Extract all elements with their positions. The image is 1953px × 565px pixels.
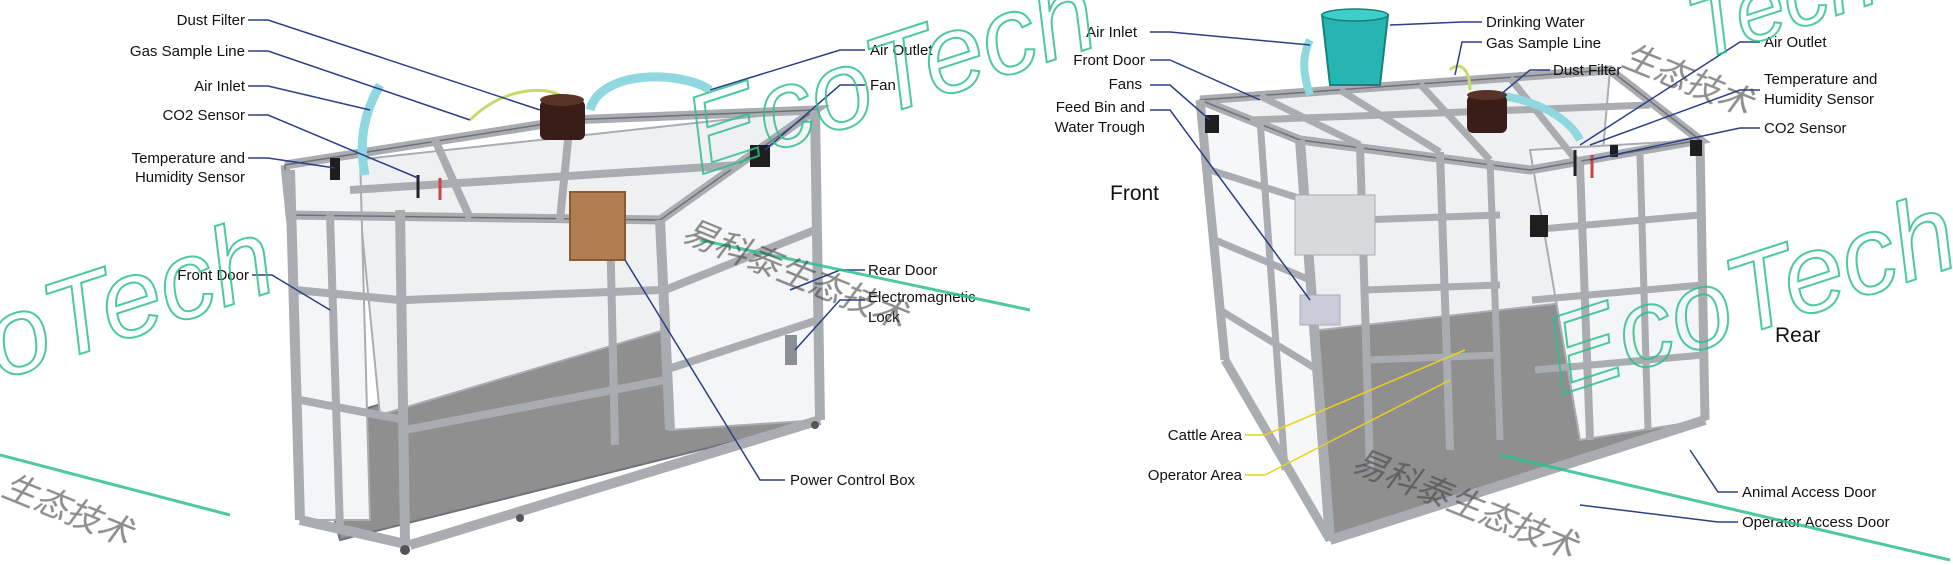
svg-text:EcoTech: EcoTech [669,0,1110,198]
label-power-control-box: Power Control Box [790,472,916,489]
right-feed-bin [1294,194,1376,256]
left-air-inlet-tube [357,82,384,176]
label-r-feed-bin-2: Water Trough [1055,119,1145,136]
label-air-inlet: Air Inlet [194,78,246,95]
label-dust-filter: Dust Filter [177,12,245,29]
right-dust-filter [1467,95,1507,133]
label-front-door: Front Door [177,267,249,284]
left-leader-lines [248,19,865,481]
label-r-front: Front [1110,182,1159,205]
label-r-fans: Fans [1109,76,1142,93]
label-r-dust-filter: Dust Filter [1553,62,1621,79]
label-fan: Fan [870,77,896,94]
right-leader-lines [1150,21,1760,523]
left-air-outlet-tube [585,72,713,112]
label-temp-humidity-1: Temperature and [132,150,245,167]
svg-text:oTech: oTech [0,194,289,402]
label-r-cattle-area: Cattle Area [1168,427,1243,444]
left-chamber [280,72,830,555]
left-dust-filter [540,100,585,140]
label-r-operator-access-door: Operator Access Door [1742,514,1890,531]
label-r-animal-access-door: Animal Access Door [1742,484,1876,501]
label-r-rear: Rear [1775,324,1821,347]
svg-text:生态技术: 生态技术 [0,467,140,554]
right-air-inlet-tube [1300,38,1314,97]
label-em-lock-2: Lock [868,309,900,326]
label-r-operator-area: Operator Area [1148,467,1243,484]
right-yellow-leaders [1245,349,1466,476]
label-air-outlet: Air Outlet [870,42,933,59]
label-r-temp-humidity-1: Temperature and [1764,71,1877,88]
right-fan-top [1690,140,1702,156]
label-co2-sensor: CO2 Sensor [162,107,245,124]
label-gas-sample-line: Gas Sample Line [130,43,245,60]
label-rear-door: Rear Door [868,262,937,279]
label-r-temp-humidity-2: Humidity Sensor [1764,91,1874,108]
right-chamber [1195,8,1711,545]
left-labels: Dust Filter Gas Sample Line Air Inlet CO… [130,12,976,489]
left-em-lock [785,335,797,365]
right-gas-line [1448,64,1472,91]
label-r-feed-bin-1: Feed Bin and [1056,99,1145,116]
label-r-gas-sample-line: Gas Sample Line [1486,35,1601,52]
left-temp-sensor [330,158,340,180]
right-air-outlet-tube [1494,91,1584,142]
left-power-control-box [569,191,626,261]
right-fan-rear [1530,215,1548,237]
right-labels: Air Inlet Front Door Fans Feed Bin and W… [1055,14,1890,531]
label-r-air-inlet: Air Inlet [1086,24,1138,41]
label-r-co2-sensor: CO2 Sensor [1764,120,1847,137]
right-water-trough [1299,294,1341,326]
label-temp-humidity-2: Humidity Sensor [135,169,245,186]
left-gas-line [468,88,561,122]
label-r-air-outlet: Air Outlet [1764,34,1827,51]
label-r-front-door: Front Door [1073,52,1145,69]
label-r-drinking-water: Drinking Water [1486,14,1585,31]
right-drinking-water [1320,14,1390,86]
left-fan [750,145,770,167]
